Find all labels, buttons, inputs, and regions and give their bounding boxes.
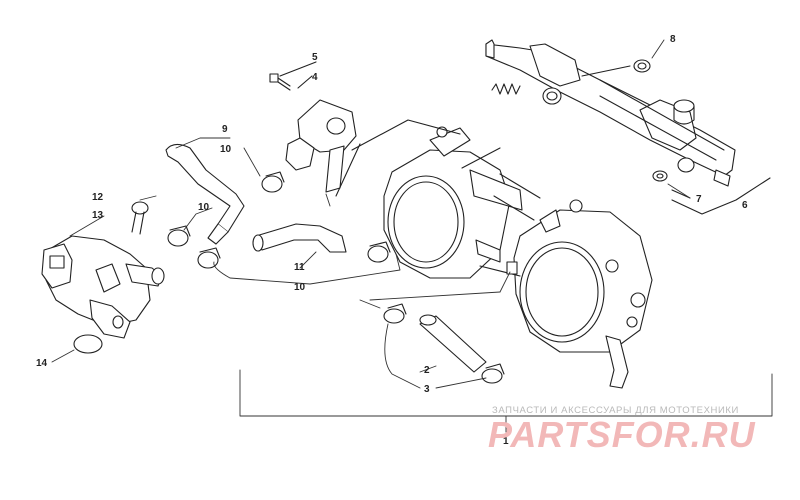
screw-12	[131, 201, 149, 235]
callout-10-upper: 10	[220, 144, 232, 155]
clamp-10-lower	[197, 247, 221, 269]
watermark-brand-logo: PARTSFOR.RU	[488, 414, 756, 455]
clamp-10-middle	[167, 225, 191, 247]
callout-2: 2	[424, 365, 430, 376]
callout-13: 13	[92, 210, 104, 221]
callout-3: 3	[424, 384, 430, 395]
callout-11: 11	[294, 262, 305, 273]
callout-7: 7	[696, 194, 702, 205]
o-ring-8	[633, 59, 651, 73]
fuel-rail	[485, 39, 736, 187]
callout-5: 5	[312, 52, 318, 63]
hose-9	[165, 143, 245, 245]
leader-lines	[51, 39, 773, 433]
callout-4: 4	[312, 72, 318, 83]
injector-spring	[491, 83, 521, 95]
watermark-tagline: ЗАПЧАСТИ И АКСЕССУАРЫ ДЛЯ МОТОТЕХНИКИ	[492, 405, 739, 416]
callout-1: 1	[503, 436, 509, 447]
callout-8: 8	[670, 34, 676, 45]
callout-10-middle: 10	[198, 202, 210, 213]
o-ring-14	[73, 334, 103, 354]
callout-6: 6	[742, 200, 748, 211]
clamp-10-upper	[261, 171, 285, 193]
throttle-position-sensor	[285, 99, 357, 193]
clamp-3-upper	[383, 303, 407, 324]
clamp-3-lower	[481, 363, 505, 384]
callout-12: 12	[92, 192, 104, 203]
throttle-body-left	[383, 126, 523, 279]
callout-labels: 1 2 3 4 5 6 7 8 9 10 10 10 11 12 13 14	[36, 34, 748, 447]
hose-11	[252, 223, 347, 253]
clamp-10-right	[367, 241, 391, 263]
callout-9: 9	[222, 124, 228, 135]
screw-5	[269, 73, 291, 91]
callout-10-lower: 10	[294, 282, 306, 293]
o-ring-7	[652, 170, 668, 182]
throttle-body-right	[513, 199, 653, 389]
callout-14: 14	[36, 358, 48, 369]
hose-2	[419, 314, 487, 373]
idle-air-control-valve	[41, 235, 165, 339]
